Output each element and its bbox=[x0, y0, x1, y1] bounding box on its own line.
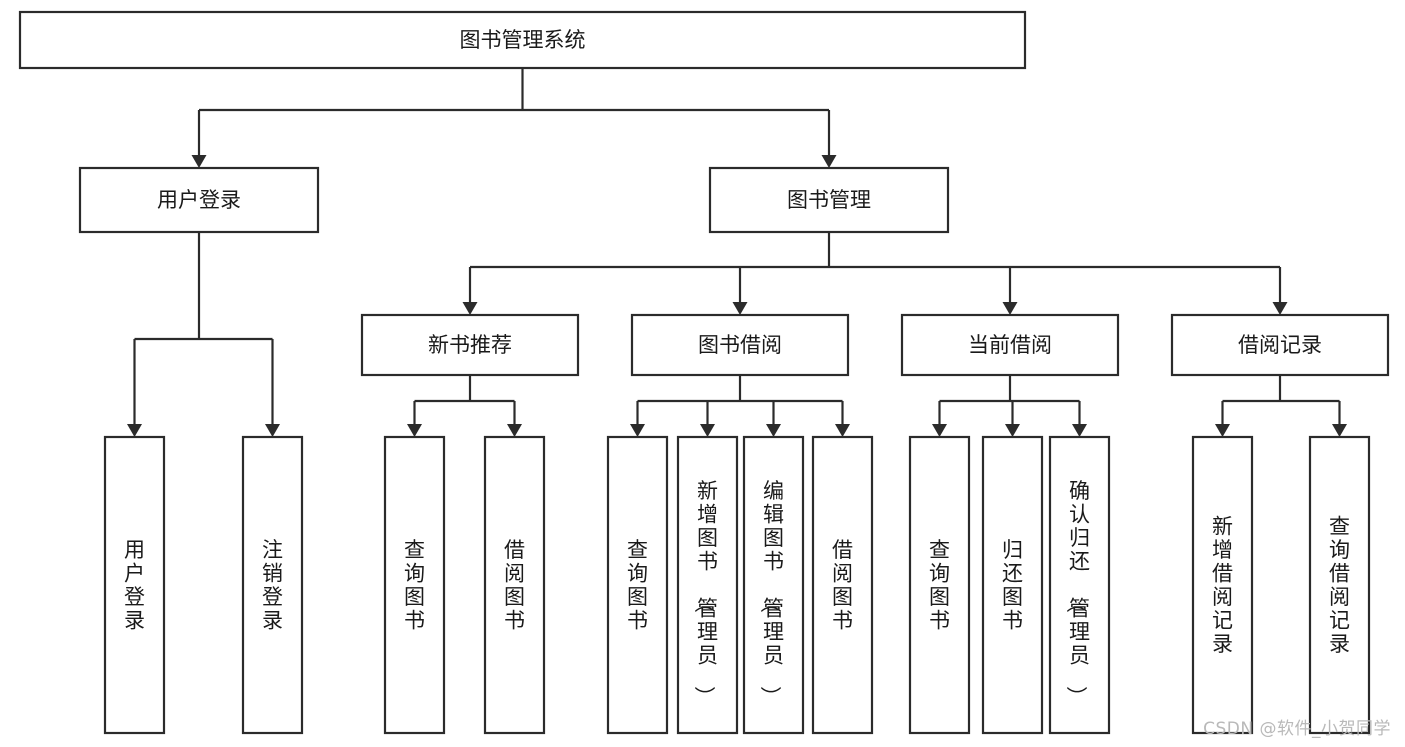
leaf-node[interactable]: 确认归还（管理员） bbox=[1048, 435, 1111, 735]
leaf-node[interactable]: 编辑图书（管理员） bbox=[742, 435, 805, 735]
leaf-node[interactable]: 查询图书 bbox=[908, 435, 971, 735]
edge-arrowhead bbox=[1272, 302, 1288, 315]
node-box-leaf-query-book-2[interactable] bbox=[606, 435, 669, 735]
level3-node[interactable]: 借阅记录 bbox=[1170, 313, 1390, 377]
edge-arrowhead bbox=[732, 302, 748, 315]
edge-group-borrow-record bbox=[1215, 375, 1347, 437]
level3-node[interactable]: 图书借阅 bbox=[630, 313, 850, 377]
edge-arrowhead bbox=[407, 424, 422, 437]
edge-arrowhead bbox=[1002, 302, 1018, 315]
leaf-node[interactable]: 借阅图书 bbox=[811, 435, 874, 735]
node-box-borrow-record[interactable] bbox=[1170, 313, 1390, 377]
root-node[interactable]: 图书管理系统 bbox=[18, 10, 1027, 70]
node-label-leaf-query-book-1: 查询图书 bbox=[404, 538, 425, 633]
edge-group-book-borrow bbox=[630, 375, 850, 437]
node-box-leaf-query-book-3[interactable] bbox=[908, 435, 971, 735]
leaf-node[interactable]: 查询图书 bbox=[606, 435, 669, 735]
connector-layer bbox=[127, 68, 1347, 437]
node-box-leaf-add-record[interactable] bbox=[1191, 435, 1254, 735]
node-label-leaf-return-book: 归还图书 bbox=[1002, 538, 1023, 633]
node-box-leaf-borrow-book-1[interactable] bbox=[483, 435, 546, 735]
leaf-node[interactable]: 归还图书 bbox=[981, 435, 1044, 735]
node-box-book-manage[interactable] bbox=[708, 166, 950, 234]
leaf-node[interactable]: 查询图书 bbox=[383, 435, 446, 735]
edge-arrowhead bbox=[507, 424, 522, 437]
node-box-book-borrow[interactable] bbox=[630, 313, 850, 377]
edge-arrowhead bbox=[462, 302, 478, 315]
node-box-leaf-logout[interactable] bbox=[241, 435, 304, 735]
node-label-leaf-edit-book: 编辑图书（管理员） bbox=[758, 479, 784, 707]
edge-group-root bbox=[191, 68, 837, 168]
leaf-node[interactable]: 注销登录 bbox=[241, 435, 304, 735]
watermark-label: CSDN @软件_小贺同学 bbox=[1203, 719, 1391, 739]
leaf-node[interactable]: 新增图书（管理员） bbox=[676, 435, 739, 735]
edge-group-new-book-recommend bbox=[407, 375, 522, 437]
node-label-book-borrow: 图书借阅 bbox=[698, 333, 782, 357]
node-box-current-borrow[interactable] bbox=[900, 313, 1120, 377]
edge-arrowhead bbox=[835, 424, 850, 437]
node-box-leaf-add-book[interactable] bbox=[676, 435, 739, 735]
node-label-leaf-query-book-3: 查询图书 bbox=[929, 538, 950, 633]
node-label-leaf-add-record: 新增借阅记录 bbox=[1212, 514, 1233, 656]
node-box-leaf-query-record[interactable] bbox=[1308, 435, 1371, 735]
edge-group-user-login bbox=[127, 232, 280, 437]
edge-arrowhead bbox=[1332, 424, 1347, 437]
node-label-borrow-record: 借阅记录 bbox=[1238, 333, 1322, 357]
node-box-leaf-confirm-return[interactable] bbox=[1048, 435, 1111, 735]
edge-arrowhead bbox=[821, 155, 837, 168]
node-label-book-manage: 图书管理 bbox=[787, 188, 871, 212]
edge-arrowhead bbox=[1005, 424, 1020, 437]
edge-arrowhead bbox=[265, 424, 280, 437]
node-box-new-book-recommend[interactable] bbox=[360, 313, 580, 377]
edge-arrowhead bbox=[191, 155, 207, 168]
edge-arrowhead bbox=[1072, 424, 1087, 437]
node-box-leaf-edit-book[interactable] bbox=[742, 435, 805, 735]
edge-group-book-manage bbox=[462, 232, 1288, 315]
node-label-leaf-borrow-book-2: 借阅图书 bbox=[832, 538, 853, 633]
node-label-leaf-add-book: 新增图书（管理员） bbox=[692, 479, 718, 707]
node-box-root[interactable] bbox=[18, 10, 1027, 70]
node-box-leaf-borrow-book-2[interactable] bbox=[811, 435, 874, 735]
leaf-node[interactable]: 新增借阅记录 bbox=[1191, 435, 1254, 735]
edge-arrowhead bbox=[630, 424, 645, 437]
node-label-leaf-query-book-2: 查询图书 bbox=[627, 538, 648, 633]
level3-node[interactable]: 当前借阅 bbox=[900, 313, 1120, 377]
level3-node[interactable]: 新书推荐 bbox=[360, 313, 580, 377]
node-box-leaf-user-login[interactable] bbox=[103, 435, 166, 735]
node-label-current-borrow: 当前借阅 bbox=[968, 333, 1052, 357]
leaf-node[interactable]: 用户登录 bbox=[103, 435, 166, 735]
edge-arrowhead bbox=[700, 424, 715, 437]
level2-node[interactable]: 用户登录 bbox=[78, 166, 320, 234]
node-label-new-book-recommend: 新书推荐 bbox=[428, 333, 512, 357]
leaf-node[interactable]: 查询借阅记录 bbox=[1308, 435, 1371, 735]
node-box-leaf-query-book-1[interactable] bbox=[383, 435, 446, 735]
edge-arrowhead bbox=[932, 424, 947, 437]
edge-arrowhead bbox=[766, 424, 781, 437]
node-label-leaf-borrow-book-1: 借阅图书 bbox=[504, 538, 525, 633]
node-layer: 图书管理系统用户登录图书管理新书推荐图书借阅当前借阅借阅记录用户登录注销登录查询… bbox=[18, 10, 1390, 735]
node-label-root: 图书管理系统 bbox=[460, 28, 586, 52]
node-label-leaf-confirm-return: 确认归还（管理员） bbox=[1064, 479, 1090, 707]
node-box-leaf-return-book[interactable] bbox=[981, 435, 1044, 735]
edge-arrowhead bbox=[1215, 424, 1230, 437]
level2-node[interactable]: 图书管理 bbox=[708, 166, 950, 234]
node-label-leaf-query-record: 查询借阅记录 bbox=[1329, 514, 1350, 656]
node-label-user-login: 用户登录 bbox=[157, 188, 241, 212]
edge-arrowhead bbox=[127, 424, 142, 437]
node-label-leaf-user-login: 用户登录 bbox=[124, 538, 145, 633]
node-box-user-login[interactable] bbox=[78, 166, 320, 234]
node-label-leaf-logout: 注销登录 bbox=[262, 538, 283, 633]
edge-group-current-borrow bbox=[932, 375, 1087, 437]
leaf-node[interactable]: 借阅图书 bbox=[483, 435, 546, 735]
